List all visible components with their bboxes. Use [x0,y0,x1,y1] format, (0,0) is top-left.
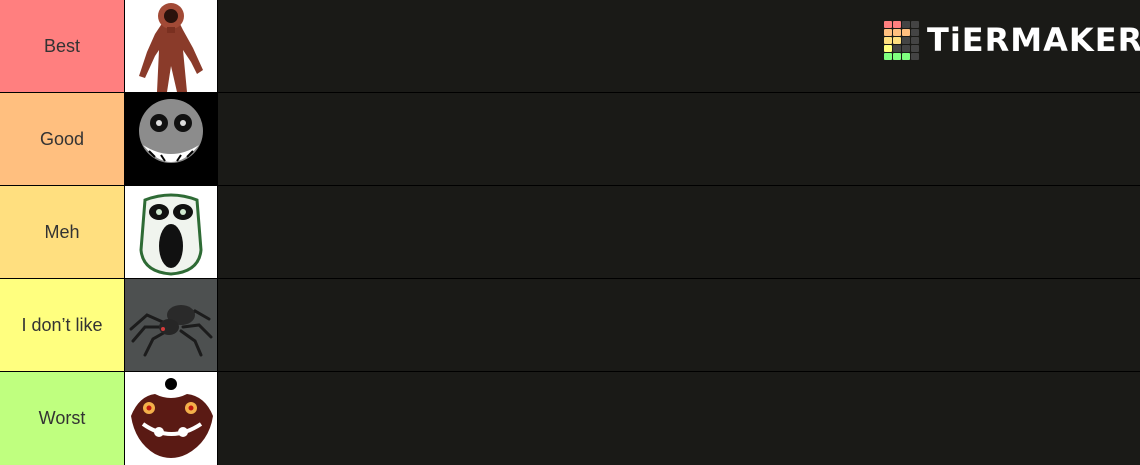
tier-track-i-dont-like[interactable] [218,279,1140,371]
tier-row-i-dont-like: I don’t like [0,279,1140,371]
logo-grid-icon [884,20,919,60]
tier-label-good[interactable]: Good [0,93,124,185]
logo-grid-cell [893,20,901,28]
rust-figure-icon[interactable] [125,0,217,92]
logo-wordmark: TiERMAKER [927,21,1140,59]
grinning-face-icon[interactable] [125,93,217,185]
logo-grid-cell [902,44,910,52]
tier-track-worst[interactable] [218,372,1140,465]
tier-track-meh[interactable] [218,186,1140,278]
logo-grid-cell [911,52,919,60]
logo-grid-cell [902,20,910,28]
tier-track-best[interactable] [218,0,1140,92]
logo-grid-cell [911,44,919,52]
tiermaker-logo: TiERMAKER [884,20,1140,60]
logo-grid-cell [911,20,919,28]
logo-grid-cell [902,28,910,36]
logo-grid-cell [884,28,892,36]
logo-grid-cell [911,28,919,36]
tier-label-best[interactable]: Best [0,0,124,92]
tier-label-meh[interactable]: Meh [0,186,124,278]
logo-grid-cell [911,36,919,44]
logo-grid-cell [893,28,901,36]
logo-grid-cell [893,36,901,44]
screaming-ghost-icon[interactable] [125,186,217,278]
tier-track-good[interactable] [218,93,1140,185]
logo-grid-cell [902,52,910,60]
tier-label-worst[interactable]: Worst [0,372,124,465]
spider-icon[interactable] [125,279,217,371]
tier-label-i-dont-like[interactable]: I don’t like [0,279,124,371]
tier-row-good: Good [0,93,1140,185]
tier-row-meh: Meh [0,186,1140,278]
logo-grid-cell [902,36,910,44]
logo-grid-cell [884,52,892,60]
logo-grid-cell [884,20,892,28]
red-eyed-monster-icon[interactable] [125,372,217,465]
tier-row-best: Best [0,0,1140,92]
tier-row-worst: Worst [0,372,1140,465]
logo-grid-cell [884,44,892,52]
logo-grid-cell [884,36,892,44]
logo-grid-cell [893,52,901,60]
logo-grid-cell [893,44,901,52]
